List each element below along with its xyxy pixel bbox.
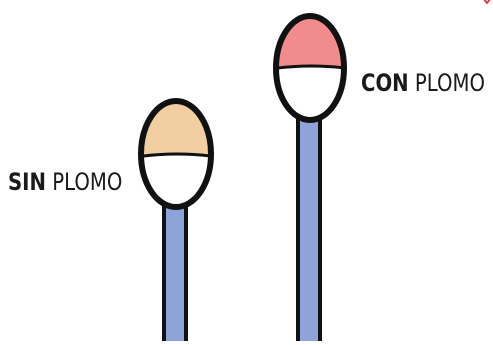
swab-without-lead [130,95,225,341]
label-without-lead-normal: PLOMO [52,168,122,196]
swab-with-lead-stick [298,112,320,341]
label-with-lead-normal: PLOMO [415,69,485,97]
label-with-lead: CON PLOMO [361,71,485,95]
label-without-lead: SIN PLOMO [8,170,122,194]
swab-with-lead [265,10,360,341]
label-without-lead-bold: SIN [8,168,46,196]
corner-mark-decoration [482,0,492,4]
swab-without-lead-stick [164,200,186,341]
label-with-lead-bold: CON [361,69,409,97]
